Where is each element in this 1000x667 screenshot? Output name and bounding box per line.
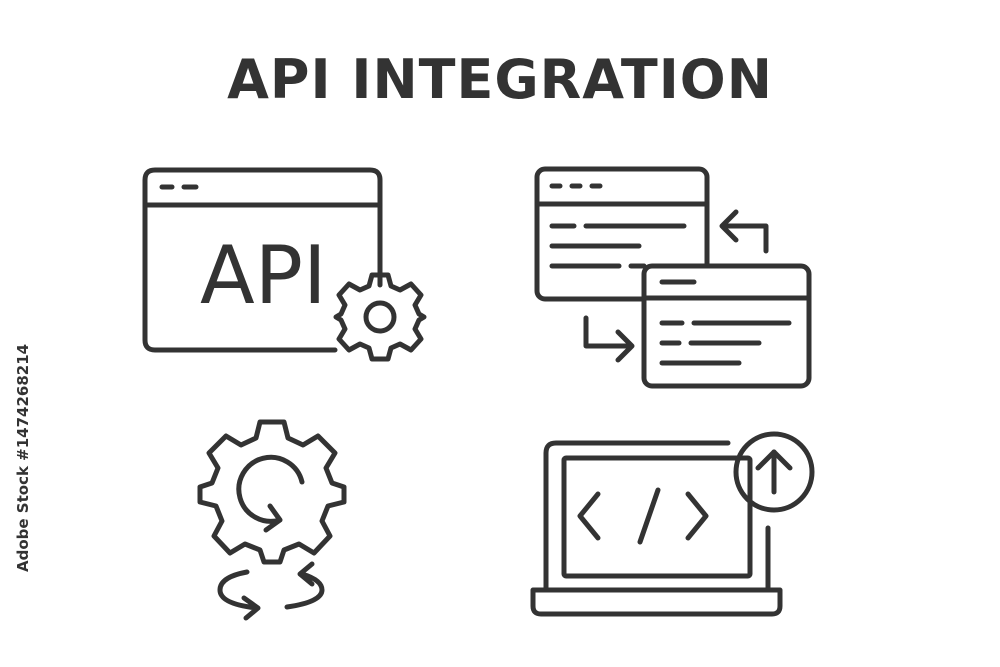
upload-icon (733, 431, 815, 513)
refresh-icon (236, 454, 305, 533)
sync-right-arrow-icon (284, 561, 325, 610)
stock-brand: Adobe Stock (14, 466, 32, 572)
laptop-code-upload-icon: </> (528, 428, 828, 623)
api-window-gear-icon: API (140, 165, 440, 365)
gear-icon (333, 272, 427, 362)
window-exchange-arrows-icon (534, 166, 819, 391)
arrow-back-icon (719, 209, 769, 254)
arrow-forward-icon (583, 315, 635, 363)
api-label: API (200, 229, 327, 322)
page-title: API INTEGRATION (227, 48, 773, 111)
gear-icon (197, 419, 347, 565)
sync-left-arrow-icon (217, 569, 261, 621)
gear-sync-arrows-icon (192, 412, 352, 627)
stock-id-number: #1474268214 (14, 343, 32, 461)
stock-watermark-id: Adobe Stock #1474268214 (14, 344, 32, 572)
